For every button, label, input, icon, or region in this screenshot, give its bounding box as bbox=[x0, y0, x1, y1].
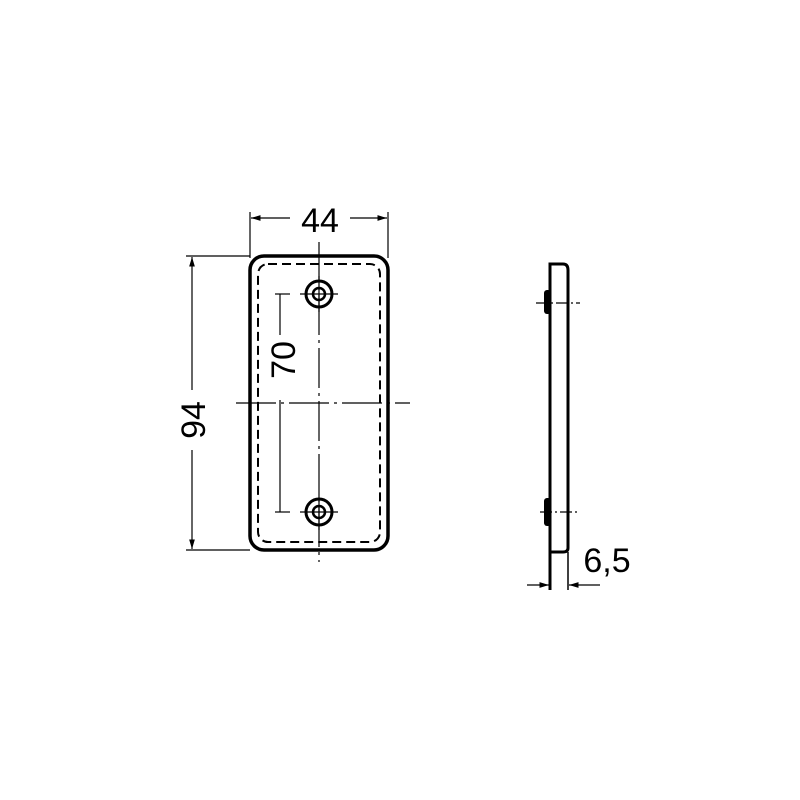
side-boss-top bbox=[544, 290, 551, 314]
mounting-hole-top bbox=[300, 276, 338, 312]
side-view: 6,5 bbox=[527, 262, 631, 590]
dimension-hole-spacing-label: 70 bbox=[265, 341, 303, 379]
dimension-height-label: 94 bbox=[175, 401, 213, 439]
dimension-width: 44 bbox=[249, 202, 389, 258]
dimension-hole-spacing: 70 bbox=[265, 293, 303, 513]
dimension-width-label: 44 bbox=[301, 202, 339, 240]
dimension-thickness: 6,5 bbox=[527, 542, 631, 588]
front-view: 44 94 70 bbox=[175, 202, 410, 562]
dimension-height: 94 bbox=[175, 255, 250, 551]
side-profile bbox=[548, 262, 570, 590]
dimension-thickness-label: 6,5 bbox=[583, 542, 630, 580]
mounting-hole-bottom bbox=[300, 494, 338, 530]
